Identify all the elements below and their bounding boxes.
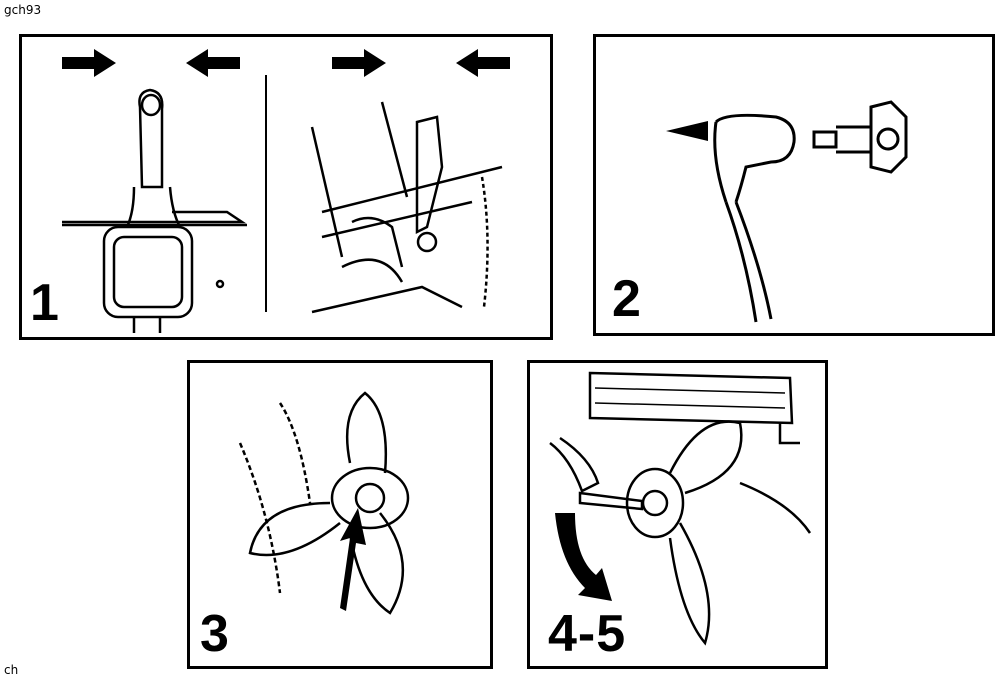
propeller-icon xyxy=(238,391,410,615)
panel-step-4-5: 4-5 xyxy=(527,360,828,669)
propeller-nut-illustration xyxy=(238,391,410,615)
document-code: gch93 xyxy=(4,3,42,17)
spark-plug-illustration xyxy=(666,100,908,323)
shift-lever-illustration xyxy=(62,49,510,333)
control-box-icon xyxy=(62,88,247,333)
step-number-1: 1 xyxy=(30,274,60,332)
shift-mechanism-icon xyxy=(310,101,503,314)
step-number-4-5: 4-5 xyxy=(548,605,627,663)
propeller-icon xyxy=(625,420,812,646)
arrow-left-icon xyxy=(666,121,708,141)
panel-step-2: 2 xyxy=(593,34,995,336)
arrow-left-icon xyxy=(186,49,240,77)
step-number-2: 2 xyxy=(612,270,642,328)
arrow-right-icon xyxy=(62,49,116,77)
arrow-down-icon xyxy=(555,513,612,601)
arrow-up-icon xyxy=(340,508,366,611)
panel-step-3: 3 xyxy=(187,360,493,669)
footer-code: ch xyxy=(4,663,19,677)
propeller-wrench-illustration xyxy=(549,371,812,646)
wood-block-icon xyxy=(588,371,800,445)
spark-plug-boot-icon xyxy=(713,113,796,323)
spark-plug-icon xyxy=(812,100,908,174)
wrench-icon xyxy=(549,436,644,511)
step-number-3: 3 xyxy=(200,605,230,663)
panel-step-1: 1 xyxy=(19,34,553,340)
